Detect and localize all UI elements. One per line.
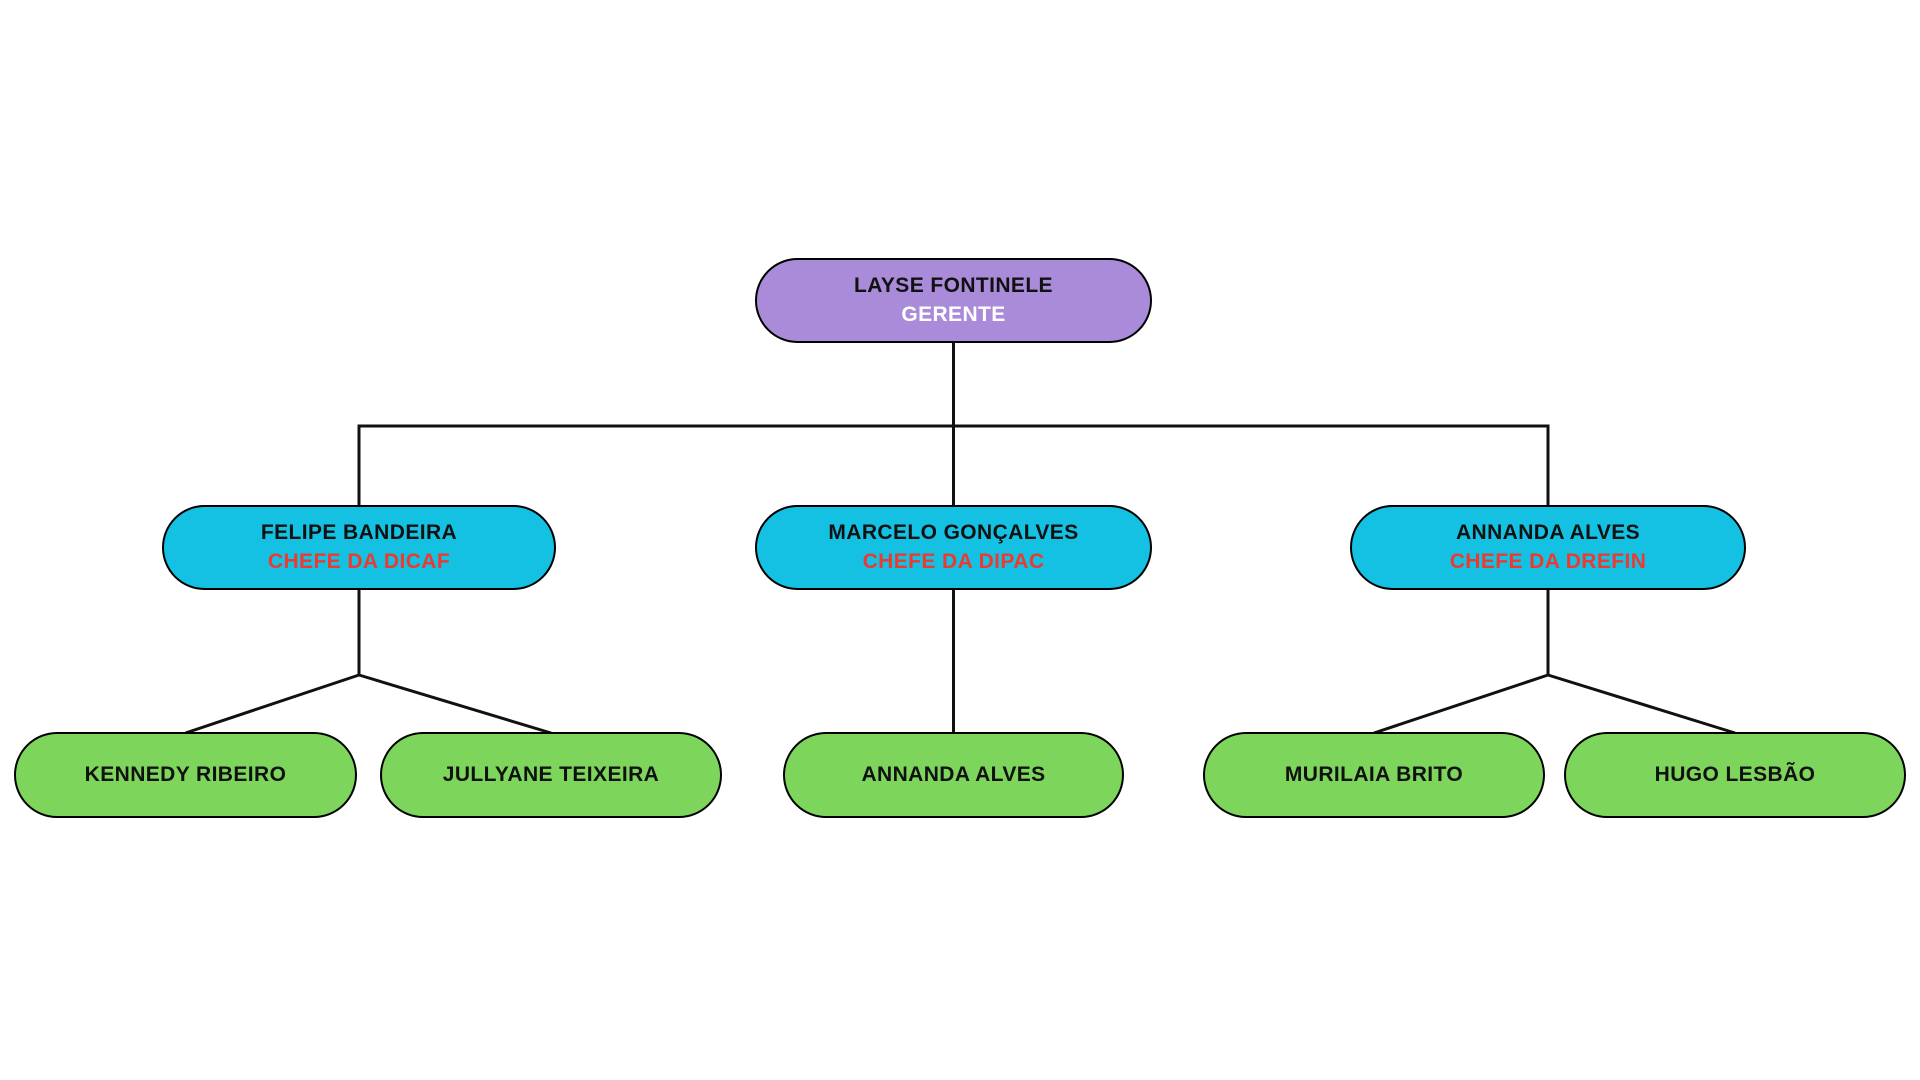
chief-dicaf-name: FELIPE BANDEIRA: [260, 520, 458, 544]
org-node-chief-dipac: MARCELO GONÇALVES CHEFE DA DIPAC: [755, 505, 1152, 590]
org-node-staff-annanda: ANNANDA ALVES: [783, 732, 1124, 818]
chief-dipac-name: MARCELO GONÇALVES: [828, 520, 1079, 544]
staff-hugo-name: HUGO LESBÃO: [1654, 762, 1816, 786]
connector-drefin-to-hugo: [1547, 673, 1736, 735]
connector-dicaf-to-jullyane: [358, 673, 552, 735]
org-node-chief-drefin: ANNANDA ALVES CHEFE DA DREFIN: [1350, 505, 1746, 590]
org-node-staff-hugo: HUGO LESBÃO: [1564, 732, 1906, 818]
manager-role: GERENTE: [901, 303, 1006, 326]
staff-annanda-name: ANNANDA ALVES: [861, 762, 1046, 786]
manager-name: LAYSE FONTINELE: [854, 273, 1053, 297]
chief-dipac-role: CHEFE DA DIPAC: [862, 550, 1045, 573]
chief-drefin-role: CHEFE DA DREFIN: [1449, 550, 1647, 573]
staff-jullyane-name: JULLYANE TEIXEIRA: [442, 762, 660, 786]
org-node-staff-murilaia: MURILAIA BRITO: [1203, 732, 1545, 818]
org-node-chief-dicaf: FELIPE BANDEIRA CHEFE DA DICAF: [162, 505, 556, 590]
connector-dicaf-to-kennedy: [185, 673, 360, 735]
chief-drefin-name: ANNANDA ALVES: [1455, 520, 1641, 544]
connector-drefin-to-murilaia: [1373, 673, 1549, 735]
staff-kennedy-name: KENNEDY RIBEIRO: [84, 762, 287, 786]
chief-dicaf-role: CHEFE DA DICAF: [267, 550, 451, 573]
org-node-staff-kennedy: KENNEDY RIBEIRO: [14, 732, 357, 818]
org-node-manager: LAYSE FONTINELE GERENTE: [755, 258, 1152, 343]
org-node-staff-jullyane: JULLYANE TEIXEIRA: [380, 732, 722, 818]
staff-murilaia-name: MURILAIA BRITO: [1284, 762, 1464, 786]
